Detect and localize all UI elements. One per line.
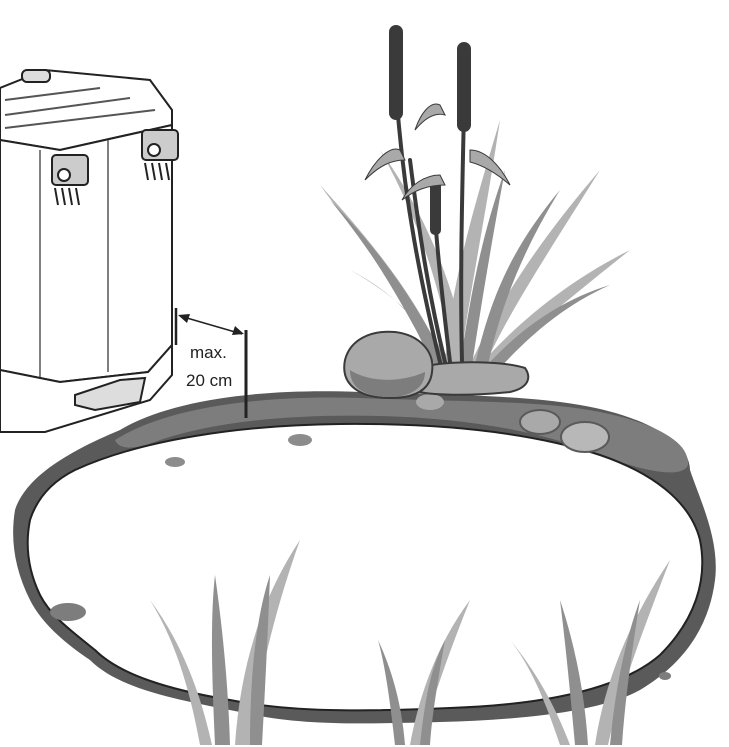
cattail-head	[457, 42, 471, 132]
pebble	[416, 394, 444, 410]
pond-filter-container	[0, 70, 178, 432]
dimension-arrow-line	[180, 316, 242, 334]
pebble	[659, 672, 671, 680]
cattail-reeds	[320, 25, 630, 398]
pebble	[165, 457, 185, 467]
pebble	[561, 422, 609, 452]
pebble	[288, 434, 312, 446]
dimension-arrowhead-left	[178, 314, 190, 323]
pebble	[50, 603, 86, 621]
garden-pond	[13, 391, 716, 723]
dimension-label-max: max.	[190, 343, 227, 362]
filter-lid-handle	[22, 70, 50, 82]
pebble	[520, 410, 560, 434]
pond-water	[28, 424, 703, 710]
dimension-arrowhead-right	[232, 326, 244, 335]
dimension-label-value: 20 cm	[186, 371, 232, 390]
cattail-head	[389, 25, 403, 120]
